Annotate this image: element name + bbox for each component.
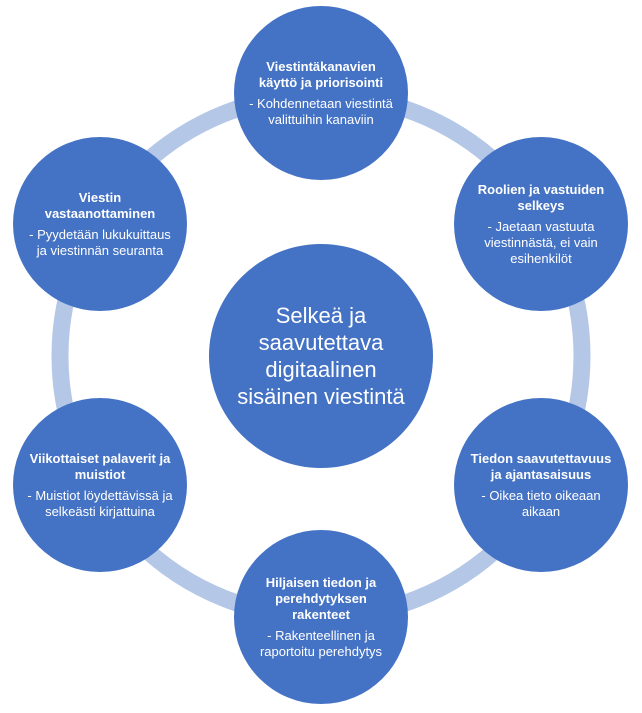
node-top-desc: - Kohdennetaan viestintä valittuihin kan… (249, 95, 393, 127)
node-bottom-title: Hiljaisen tiedon ja perehdytyksen rakent… (265, 574, 377, 622)
node-upper-left-desc: - Pyydetään lukukuittaus ja viestinnän s… (29, 226, 171, 258)
node-lower-right-title: Tiedon saavutettavuus ja ajantasaisuus (470, 450, 612, 482)
node-lower-left-desc: - Muistiot löydettävissä ja selkeästi ki… (27, 487, 173, 519)
node-lower-right-desc: - Oikea tieto oikeaan aikaan (481, 487, 601, 519)
node-bottom: Hiljaisen tiedon ja perehdytyksen rakent… (234, 530, 408, 704)
node-upper-left: Viestin vastaanottaminen - Pyydetään luk… (13, 137, 187, 311)
center-circle: Selkeä ja saavutettava digitaalinen sisä… (209, 244, 433, 468)
node-lower-left-title: Viikottaiset palaverit ja muistiot (29, 450, 171, 482)
node-lower-right: Tiedon saavutettavuus ja ajantasaisuus -… (454, 398, 628, 572)
center-title: Selkeä ja saavutettava digitaalinen sisä… (237, 303, 405, 409)
node-top: Viestintäkanavien käyttö ja priorisointi… (234, 6, 408, 180)
node-lower-left: Viikottaiset palaverit ja muistiot - Mui… (13, 398, 187, 572)
node-upper-right: Roolien ja vastuiden selkeys - Jaetaan v… (454, 137, 628, 311)
node-upper-right-title: Roolien ja vastuiden selkeys (477, 181, 605, 213)
node-bottom-desc: - Rakenteellinen ja raportoitu perehdyty… (259, 627, 383, 659)
node-upper-left-title: Viestin vastaanottaminen (44, 189, 156, 221)
node-top-title: Viestintäkanavien käyttö ja priorisointi (258, 58, 384, 90)
node-upper-right-desc: - Jaetaan vastuuta viestinnästä, ei vain… (484, 218, 598, 266)
